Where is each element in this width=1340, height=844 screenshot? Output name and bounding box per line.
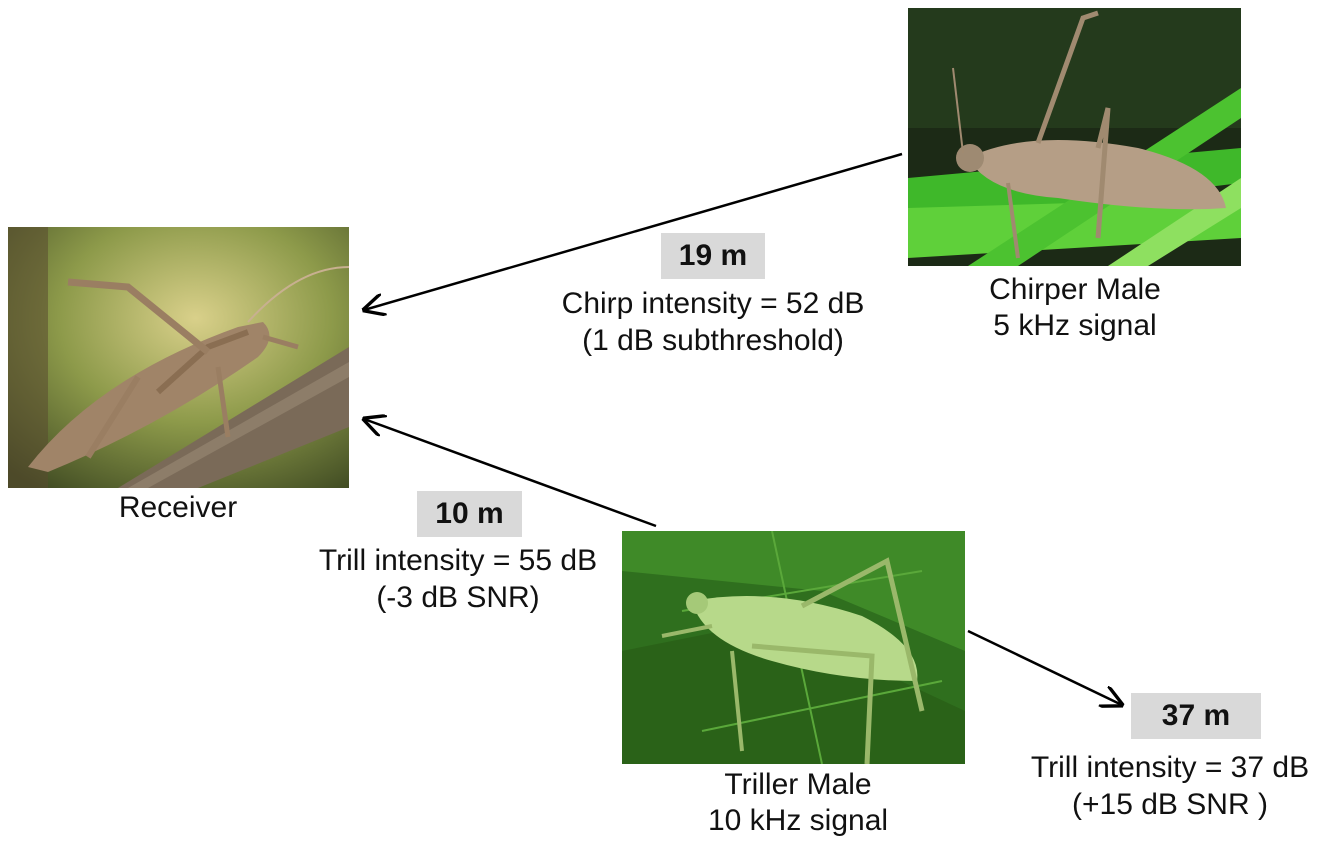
trill-near-intensity-label: Trill intensity = 55 dB xyxy=(283,542,633,579)
receiver-photo xyxy=(8,227,349,488)
chirper-caption-line2: 5 kHz signal xyxy=(960,308,1190,344)
trill-far-intensity-label: Trill intensity = 37 dB xyxy=(1005,749,1335,786)
trill-near-snr-label: (-3 dB SNR) xyxy=(283,579,633,616)
receiver-caption: Receiver xyxy=(78,490,278,526)
trill-far-snr-label: (+15 dB SNR ) xyxy=(1005,786,1335,823)
distance-badge-chirper: 19 m xyxy=(661,233,765,279)
chirp-intensity-label: Chirp intensity = 52 dB xyxy=(513,285,913,322)
distance-badge-triller-near: 10 m xyxy=(417,491,522,537)
chirp-threshold-label: (1 dB subthreshold) xyxy=(513,322,913,359)
triller-caption-line1: Triller Male xyxy=(683,767,913,803)
triller-caption-line2: 10 kHz signal xyxy=(683,803,913,839)
chirper-caption-line1: Chirper Male xyxy=(960,272,1190,308)
triller-photo xyxy=(622,531,965,764)
distance-badge-triller-far: 37 m xyxy=(1131,693,1261,739)
arrow-triller-outward xyxy=(968,631,1122,705)
chirper-photo xyxy=(908,8,1241,266)
